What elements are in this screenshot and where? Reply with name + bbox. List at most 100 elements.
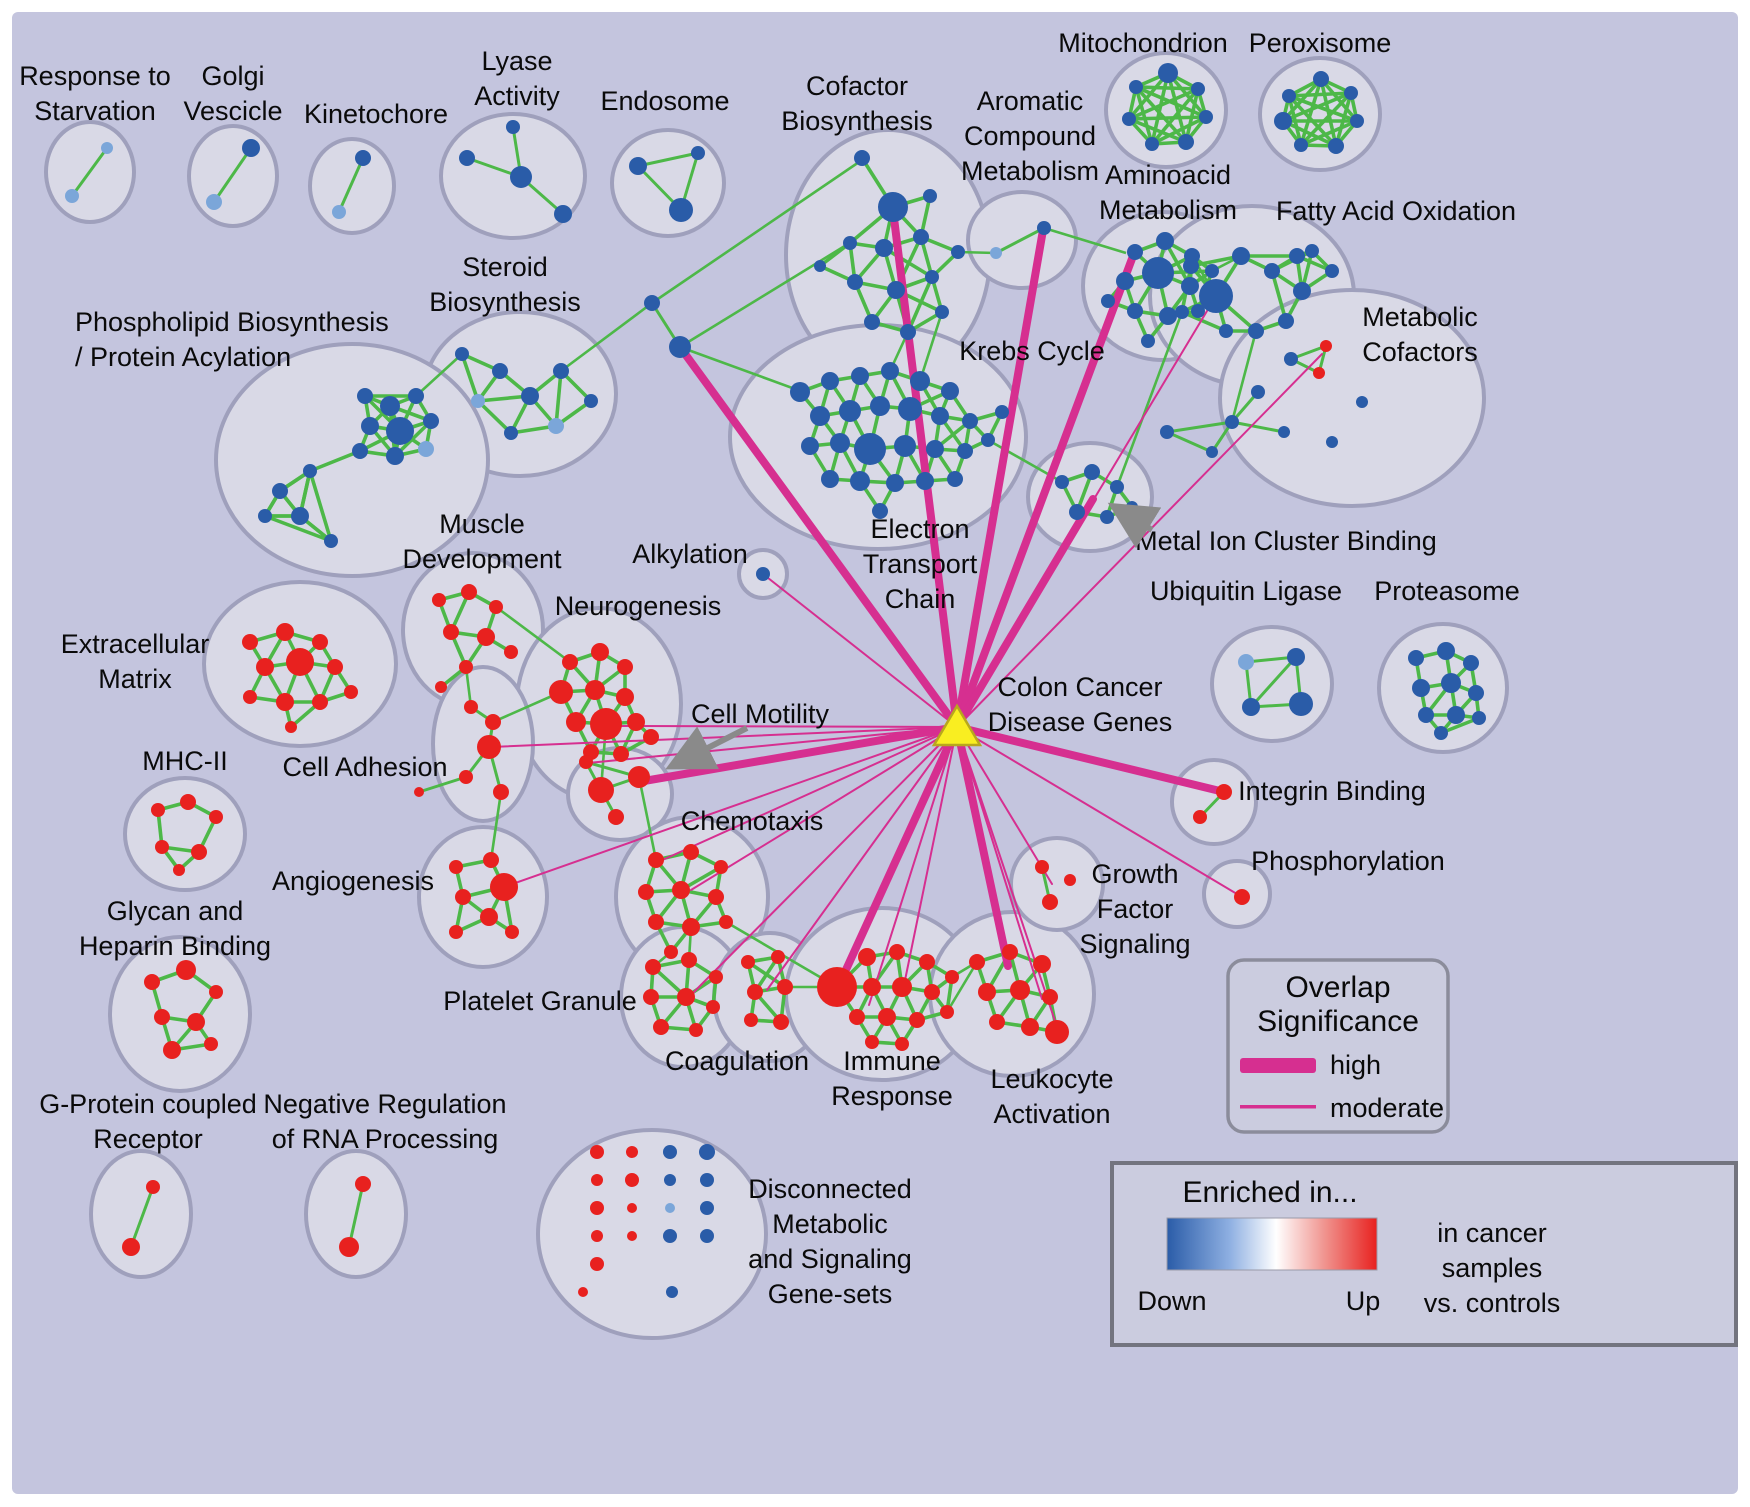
- gene-set-node: [995, 405, 1009, 419]
- gene-set-node: [1320, 340, 1332, 352]
- neurogenesis-label: Neurogenesis: [555, 591, 722, 621]
- gene-set-node: [477, 735, 501, 759]
- gene-set-node: [173, 864, 185, 876]
- gene-set-node: [1356, 396, 1368, 408]
- gene-set-node: [418, 441, 434, 457]
- gene-set-node: [714, 860, 728, 874]
- gene-set-node: [951, 245, 965, 259]
- gene-set-node: [146, 1180, 160, 1194]
- gene-set-node: [303, 464, 317, 478]
- gene-set-node: [1126, 501, 1138, 513]
- leukocyte-activation-label: Leukocyte: [990, 1064, 1113, 1094]
- proteasome-label: Proteasome: [1374, 576, 1520, 606]
- gene-set-node: [817, 967, 857, 1007]
- disease-association-edge-high: [953, 723, 1228, 796]
- gene-set-node: [931, 407, 949, 425]
- gene-overlap-edge: [1151, 115, 1207, 146]
- gene-set-node: [691, 146, 705, 160]
- gene-overlap-edge: [1181, 310, 1227, 333]
- gene-set-node: [756, 567, 770, 581]
- extracellular-matrix-label: Matrix: [98, 664, 172, 694]
- gene-set-node: [1468, 685, 1484, 701]
- gene-set-node: [923, 189, 937, 203]
- gene-set-node: [562, 654, 578, 670]
- disease-association-edge-moderate: [762, 573, 958, 728]
- gene-overlap-edge: [1270, 270, 1288, 322]
- gene-set-node: [957, 443, 973, 459]
- gene-set-node: [627, 1203, 637, 1213]
- muscle-development-label: Muscle: [439, 509, 525, 539]
- krebs-cycle-label: Krebs Cycle: [959, 336, 1105, 366]
- gene-overlap-edge: [554, 370, 563, 427]
- angiogenesis-bubble: [417, 825, 549, 969]
- gene-set-node: [154, 1009, 170, 1025]
- gene-set-node: [858, 948, 876, 966]
- gene-set-node: [814, 260, 826, 272]
- gene-set-node: [1287, 648, 1305, 666]
- gene-set-node: [1274, 112, 1292, 130]
- gene-set-node: [1219, 324, 1233, 338]
- disease-association-edge-moderate: [587, 726, 958, 764]
- gene-set-node: [919, 954, 935, 970]
- gene-set-node: [1326, 436, 1338, 448]
- gene-set-node: [443, 624, 459, 640]
- gene-overlap-edge: [1282, 119, 1337, 148]
- gene-set-node: [590, 708, 622, 740]
- gene-set-node: [505, 925, 519, 939]
- gene-set-node: [449, 925, 463, 939]
- cofactor-biosynthesis-label: Cofactor: [806, 71, 908, 101]
- gene-set-node: [1193, 810, 1207, 824]
- disease-association-edge-moderate: [956, 726, 1059, 1031]
- gene-overlap-edge: [560, 301, 653, 373]
- gene-set-node: [386, 447, 404, 465]
- gene-overlap-edge: [1282, 91, 1352, 123]
- gene-set-node: [163, 1041, 181, 1059]
- gene-set-node: [1325, 264, 1339, 278]
- gene-set-node: [924, 984, 940, 1000]
- gene-set-node: [423, 413, 439, 429]
- gene-set-node: [878, 1008, 896, 1026]
- lyase-activity-label: Lyase: [481, 46, 552, 76]
- gene-set-node: [870, 396, 890, 416]
- peroxisome-label: Peroxisome: [1249, 28, 1392, 58]
- gene-set-node: [1199, 110, 1213, 124]
- disconnected-gene-sets-bubble: [536, 1128, 768, 1340]
- negative-regulation-rna-label: Negative Regulation: [263, 1089, 506, 1119]
- gene-overlap-edge: [489, 791, 503, 861]
- kinetochore-label: Kinetochore: [304, 99, 448, 129]
- gene-set-node: [344, 685, 358, 699]
- gene-set-node: [355, 1176, 371, 1192]
- gene-set-node: [941, 382, 959, 400]
- gene-set-node: [849, 1009, 865, 1025]
- gene-set-node: [1289, 692, 1313, 716]
- negative-regulation-rna-label: of RNA Processing: [272, 1124, 499, 1154]
- gene-set-node: [464, 700, 478, 714]
- gene-set-node: [894, 435, 916, 457]
- legend-down-label: Down: [1137, 1286, 1206, 1316]
- gene-overlap-edge: [460, 353, 480, 402]
- gene-set-node: [585, 680, 605, 700]
- platelet-granule-label: Platelet Granule: [443, 986, 637, 1016]
- gene-set-node: [176, 960, 196, 980]
- gene-set-node: [872, 503, 888, 519]
- gene-set-node: [285, 721, 297, 733]
- gene-set-node: [851, 367, 869, 385]
- gene-set-node: [777, 979, 793, 995]
- gene-set-node: [459, 660, 473, 674]
- gene-set-node: [947, 471, 963, 487]
- gene-set-node: [1206, 446, 1218, 458]
- gene-set-node: [627, 713, 645, 731]
- disconnected-gene-sets-label: and Signaling: [748, 1244, 912, 1274]
- gene-set-node: [477, 628, 495, 646]
- glycan-heparin-binding-label: Glycan and: [107, 896, 244, 926]
- electron-transport-chain-label: Transport: [863, 549, 978, 579]
- gene-set-node: [672, 881, 690, 899]
- disease-association-edge-high: [640, 723, 961, 785]
- gene-overlap-edge: [1319, 77, 1359, 123]
- disease-association-edge-moderate: [956, 726, 1243, 898]
- gene-overlap-edge: [70, 147, 109, 197]
- mhc-ii-label: MHC-II: [142, 746, 227, 776]
- growth-factor-signaling-label: Factor: [1097, 894, 1174, 924]
- gene-overlap-edge: [1288, 91, 1352, 98]
- gene-overlap-edge: [918, 311, 944, 382]
